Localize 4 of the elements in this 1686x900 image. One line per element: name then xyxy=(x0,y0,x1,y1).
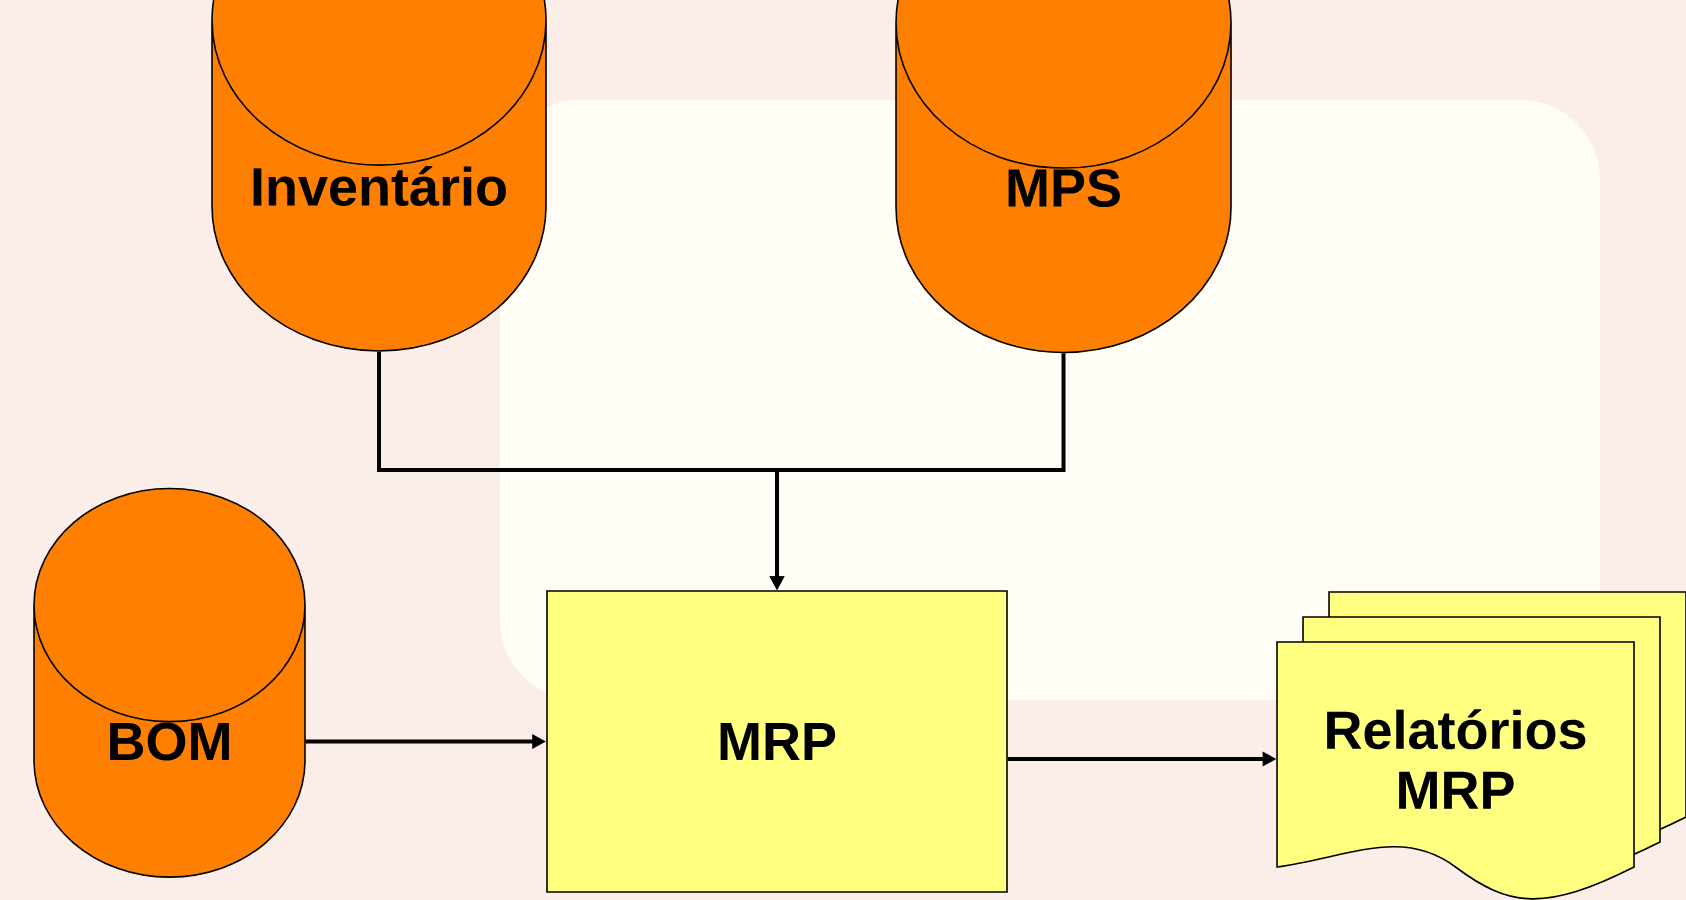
database-cylinder: Inventário xyxy=(211,0,547,352)
database-cylinder: MPS xyxy=(895,0,1232,354)
process-box: MRP xyxy=(546,590,1008,893)
document-stack: Relatórios MRP xyxy=(1276,591,1686,900)
